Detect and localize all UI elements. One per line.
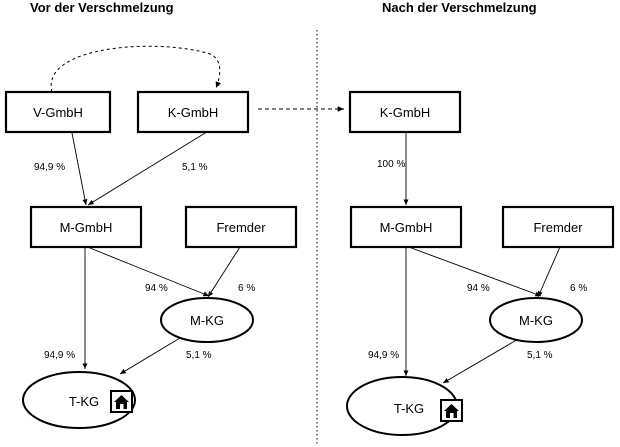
pct-f-to-mkg-after: 6 %: [570, 283, 587, 294]
house-icon: [440, 399, 463, 422]
ellipse-m-kg-before: M-KG: [160, 297, 254, 343]
edge-mkg-to-tkg-after: [442, 337, 521, 384]
box-k-gmbh-after: K-GmbH: [348, 90, 462, 134]
box-m-gmbh-after: M-GmbH: [349, 205, 463, 249]
label-t-kg-before: T-KG: [69, 394, 99, 409]
pct-m-to-mkg: 94 %: [145, 283, 168, 294]
label-fremder-before: Fremder: [216, 220, 266, 235]
pct-mkg-to-tkg: 5,1 %: [186, 350, 212, 361]
label-m-gmbh-before: M-GmbH: [60, 220, 113, 235]
house-icon: [110, 390, 133, 413]
label-k-gmbh-after: K-GmbH: [380, 105, 431, 120]
box-v-gmbh: V-GmbH: [4, 90, 112, 134]
box-fremder-before: Fremder: [184, 205, 298, 249]
edge-m-to-mkg: [84, 245, 210, 297]
title-before: Vor der Verschmelzung: [30, 0, 174, 15]
label-t-kg-after: T-KG: [394, 401, 424, 416]
box-m-gmbh-before: M-GmbH: [29, 205, 143, 249]
box-k-gmbh-before: K-GmbH: [136, 90, 250, 134]
ellipse-m-kg-after: M-KG: [489, 297, 583, 343]
pct-mkg-to-tkg-after: 5,1 %: [527, 350, 553, 361]
label-m-gmbh-after: M-GmbH: [380, 220, 433, 235]
pct-k-to-m: 5,1 %: [182, 162, 208, 173]
pct-f-to-mkg: 6 %: [238, 283, 255, 294]
label-m-kg-before: M-KG: [190, 313, 224, 328]
pct-m-to-tkg: 94,9 %: [44, 350, 75, 361]
label-v-gmbh: V-GmbH: [33, 105, 83, 120]
label-k-gmbh-before: K-GmbH: [168, 105, 219, 120]
edge-f-to-mkg: [207, 246, 241, 298]
merger-arc-arrow: [50, 45, 221, 93]
label-m-kg-after: M-KG: [519, 313, 553, 328]
edge-m-to-mkg-after: [405, 245, 542, 297]
edge-v-to-m: [71, 132, 88, 206]
ellipse-t-kg-before: T-KG: [22, 371, 136, 429]
title-after: Nach der Verschmelzung: [382, 0, 537, 15]
pct-k-to-m-after: 100 %: [377, 159, 405, 170]
pct-m-to-mkg-after: 94 %: [467, 283, 490, 294]
label-fremder-after: Fremder: [533, 220, 583, 235]
edge-mkg-to-tkg: [119, 337, 181, 375]
box-fremder-after: Fremder: [501, 205, 615, 249]
edge-f-to-mkg-after: [537, 246, 561, 298]
edge-k-to-m: [87, 129, 211, 206]
pct-v-to-m: 94,9 %: [34, 162, 65, 173]
pct-m-to-tkg-after: 94,9 %: [368, 350, 399, 361]
